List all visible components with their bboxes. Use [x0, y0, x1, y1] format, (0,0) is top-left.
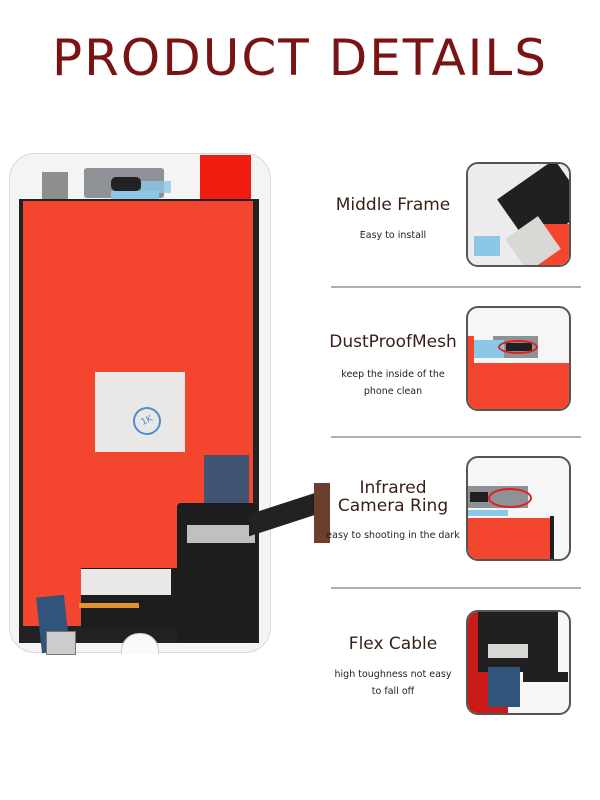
- blue-film: [141, 181, 171, 193]
- feature-title-line: Infrared: [359, 478, 427, 498]
- qr-code-label: [42, 172, 68, 200]
- feature-thumbnail: [466, 306, 571, 411]
- qr-code-label: [46, 631, 76, 655]
- feature-description-line: phone clean: [363, 386, 423, 397]
- divider: [331, 286, 581, 288]
- feature-title: Flex Cable: [348, 634, 438, 654]
- feature-middle-frame: Middle Frame Easy to install: [313, 162, 590, 272]
- feature-thumbnail: [466, 456, 571, 561]
- feature-description-line: keep the inside of the: [341, 369, 445, 380]
- feature-infrared-camera-ring: Infrared Camera Ring easy to shooting in…: [313, 456, 590, 566]
- divider: [331, 436, 581, 438]
- feature-title-line: Camera Ring: [337, 496, 449, 516]
- feature-thumbnail: [466, 162, 571, 267]
- product-image: 1K: [9, 153, 330, 655]
- feature-dust-proof-mesh: DustProofMesh keep the inside of the pho…: [313, 306, 590, 416]
- feature-description: Easy to install: [359, 230, 427, 241]
- page-title: PRODUCT DETAILS: [52, 29, 548, 87]
- red-protective-sticker: [200, 155, 251, 199]
- earpiece-mesh: [111, 177, 141, 191]
- feature-description: easy to shooting in the dark: [326, 530, 460, 541]
- feature-flex-cable: Flex Cable high toughness not easy to fa…: [313, 610, 590, 720]
- orange-flex-strip: [79, 603, 139, 608]
- flex-connector-tab: [314, 483, 330, 543]
- flex-connector-label: [187, 525, 255, 543]
- feature-title: DustProofMesh: [329, 332, 457, 352]
- divider: [331, 587, 581, 589]
- silver-sticker: [95, 372, 185, 452]
- silver-sticker: [81, 569, 171, 595]
- feature-thumbnail: [466, 610, 571, 715]
- feature-title: Middle Frame: [335, 195, 451, 215]
- feature-description-line: to fall off: [371, 686, 415, 697]
- feature-description-line: high toughness not easy: [334, 669, 452, 680]
